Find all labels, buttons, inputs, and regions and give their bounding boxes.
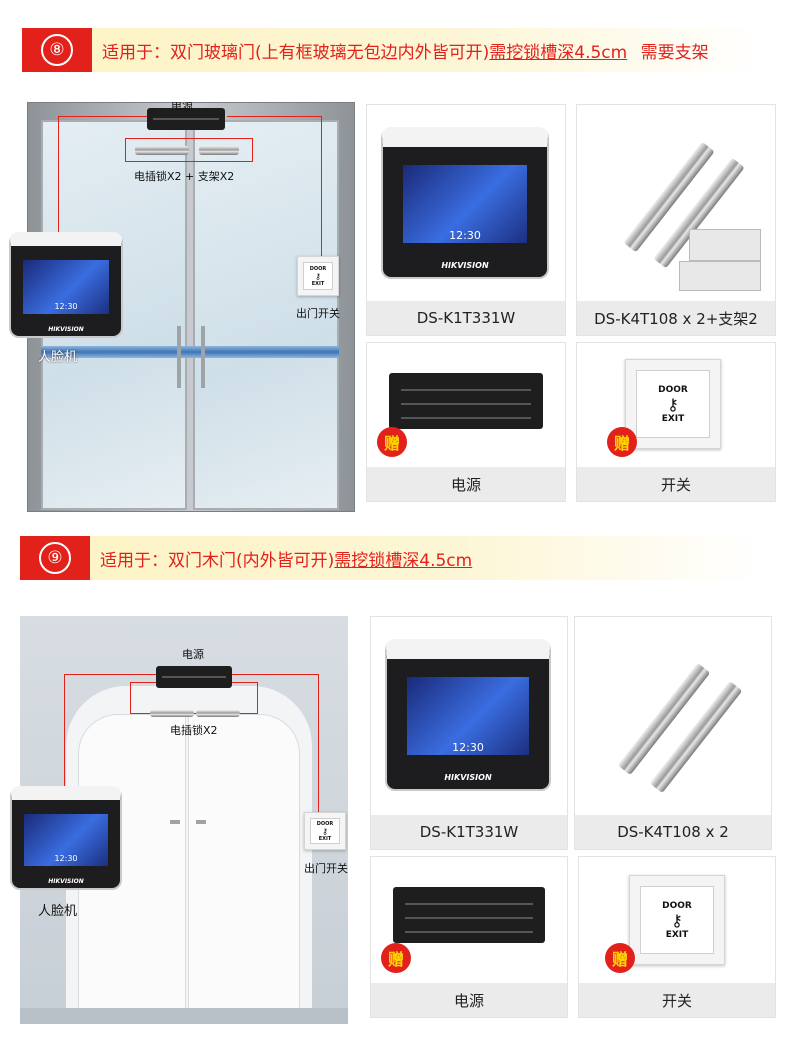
gift-badge: 赠 xyxy=(377,427,407,457)
section8-product-power: 赠 电源 xyxy=(366,342,566,502)
exit-switch-icon: DOOR ⚷ EXIT xyxy=(629,875,725,965)
wire-right xyxy=(220,674,319,813)
section8-product-lock: DS-K4T108 x 2+支架2 xyxy=(576,104,776,336)
lock-bar-right xyxy=(199,146,239,155)
terminal-screen xyxy=(24,814,108,866)
product-name: 开关 xyxy=(579,983,775,1017)
key-icon: ⚷ xyxy=(315,271,321,281)
right-glass-panel xyxy=(193,120,339,510)
wire-lock-box xyxy=(125,138,253,162)
right-handle xyxy=(196,820,206,824)
power-label: 电源 xyxy=(171,102,193,112)
section9-face-terminal-icon: 12:30 HIKVISION xyxy=(10,786,122,890)
section9-banner: ⑨ 适用于：双门木门(内外皆可开)需挖锁槽深4.5cm xyxy=(20,536,760,580)
gift-badge: 赠 xyxy=(607,427,637,457)
right-door-panel xyxy=(188,714,300,1024)
exit-switch-label: 出门开关 xyxy=(296,307,340,320)
face-terminal-icon: 12:30 HIKVISION xyxy=(381,127,549,279)
section8-product-terminal: 12:30 HIKVISION DS-K1T331W xyxy=(366,104,566,336)
section9-number-badge: ⑨ xyxy=(20,536,90,580)
section8-installation-diagram: 电源 电插锁X2 + 支架X2 DOOR ⚷ EXIT 出门开关 xyxy=(27,102,355,512)
bracket-icon xyxy=(689,229,761,261)
product-name: DS-K4T108 x 2 xyxy=(575,815,771,849)
section9-installation-diagram: 电源 电插锁X2 DOOR ⚷ EXIT 出门开关 xyxy=(20,616,348,1024)
section9-product-lock: DS-K4T108 x 2 xyxy=(574,616,772,850)
section9-product-terminal: 12:30 HIKVISION DS-K1T331W xyxy=(370,616,568,850)
key-icon: ⚷ xyxy=(667,394,679,414)
left-handle xyxy=(177,326,181,388)
power-supply-icon xyxy=(156,666,232,688)
section9-product-power: 赠 电源 xyxy=(370,856,568,1018)
section8-face-label: 人脸机 xyxy=(38,350,78,365)
section8-number-badge: ⑧ xyxy=(22,28,92,72)
section9-description: 适用于：双门木门(内外皆可开)需挖锁槽深4.5cm xyxy=(100,550,473,571)
left-handle xyxy=(170,820,180,824)
exit-switch-icon: DOOR ⚷ EXIT xyxy=(304,812,346,850)
wire-left xyxy=(58,116,151,233)
key-icon: ⚷ xyxy=(671,910,683,930)
exit-switch-icon: DOOR ⚷ EXIT xyxy=(625,359,721,449)
power-supply-icon xyxy=(389,373,543,429)
gift-badge: 赠 xyxy=(605,943,635,973)
lock-bar-icon xyxy=(649,680,743,794)
section8-banner: ⑧ 适用于：双门玻璃门(上有框玻璃无包边内外皆可开)需挖锁槽深4.5cm 需要支… xyxy=(22,28,762,72)
product-name: 电源 xyxy=(371,983,567,1017)
bracket-icon xyxy=(679,261,761,291)
lock-bar-right xyxy=(196,710,240,717)
key-icon: ⚷ xyxy=(322,826,328,836)
lock-bar-left xyxy=(135,146,189,155)
terminal-screen xyxy=(23,260,109,314)
product-name: DS-K1T331W xyxy=(367,301,565,335)
section8-product-switch: DOOR ⚷ EXIT 赠 开关 xyxy=(576,342,776,502)
exit-switch-icon: DOOR ⚷ EXIT xyxy=(297,256,339,296)
glass-band xyxy=(41,346,339,358)
lock-bar-left xyxy=(150,710,194,717)
floor xyxy=(20,1008,348,1024)
power-label: 电源 xyxy=(182,648,204,661)
wire-left xyxy=(64,674,161,795)
product-name: DS-K1T331W xyxy=(371,815,567,849)
section9-face-label: 人脸机 xyxy=(38,904,78,919)
face-terminal-icon: 12:30 HIKVISION xyxy=(385,639,551,791)
section8-description: 适用于：双门玻璃门(上有框玻璃无包边内外皆可开)需挖锁槽深4.5cm 需要支架 xyxy=(102,42,709,63)
section9-product-switch: DOOR ⚷ EXIT 赠 开关 xyxy=(578,856,776,1018)
lock-label: 电插锁X2 xyxy=(170,724,218,737)
section8-face-terminal-icon: 12:30 HIKVISION xyxy=(9,232,123,338)
power-supply-icon xyxy=(147,108,225,130)
wire-right xyxy=(227,116,322,257)
product-name: 电源 xyxy=(367,467,565,501)
power-supply-icon xyxy=(393,887,545,943)
product-name: 开关 xyxy=(577,467,775,501)
lock-bar-icon xyxy=(617,662,711,776)
right-handle xyxy=(201,326,205,388)
product-name: DS-K4T108 x 2+支架2 xyxy=(577,301,775,335)
gift-badge: 赠 xyxy=(381,943,411,973)
lock-label: 电插锁X2 + 支架X2 xyxy=(134,170,235,183)
exit-switch-label: 出门开关 xyxy=(304,862,348,875)
